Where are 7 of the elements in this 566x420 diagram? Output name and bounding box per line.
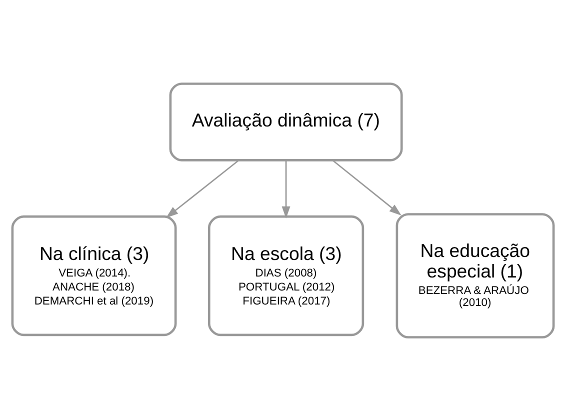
node-box: Na clínica (3) VEIGA (2014). ANACHE (2018) DEMARCHI et al (2019) (11, 214, 177, 336)
arrow (166, 159, 240, 218)
node-box: Avaliação dinâmica (7) (169, 82, 403, 161)
node-box: Na educação especial (1) BEZERRA & ARAÚJO (2010) (396, 212, 555, 338)
node-box: Na escola (3) DIAS (2008) PORTUGAL (2012) FIGUEIRA (2017) (208, 214, 364, 336)
arrow (282, 160, 290, 218)
arrow (332, 159, 402, 216)
